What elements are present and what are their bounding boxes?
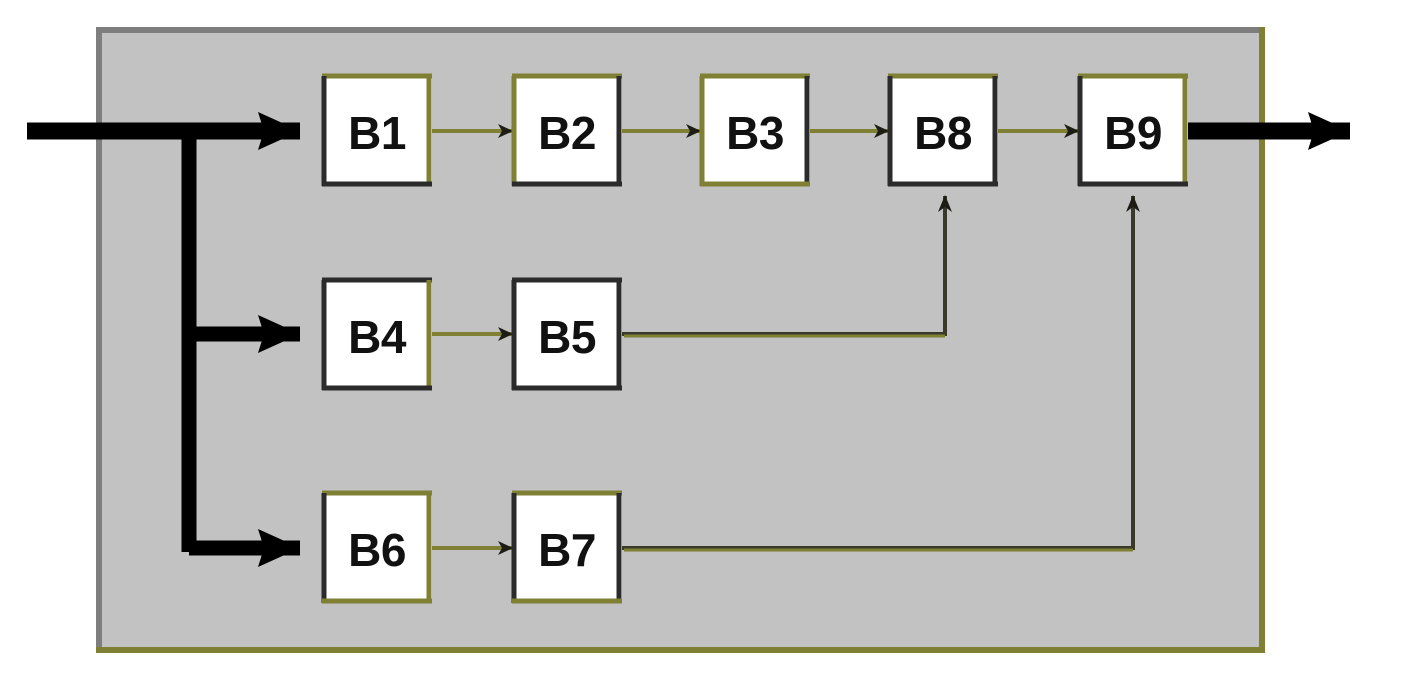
block-B4[interactable]: B4 [321,277,432,391]
block-B7[interactable]: B7 [511,490,622,604]
block-B2-label: B2 [538,107,596,159]
block-B9-label: B9 [1104,107,1162,159]
block-B1[interactable]: B1 [321,73,432,187]
block-B1-label: B1 [348,107,406,159]
block-B7-label: B7 [538,524,596,576]
block-B2[interactable]: B2 [511,73,622,187]
block-B6-label: B6 [348,524,406,576]
block-B5-label: B5 [538,311,596,363]
thin-connectors [432,124,1140,555]
block-B9[interactable]: B9 [1077,73,1188,187]
block-B7-body[interactable] [512,493,622,603]
block-B8-body[interactable] [888,76,998,186]
block-B5-body[interactable] [512,280,622,390]
block-B4-label: B4 [348,311,407,363]
block-B2-body[interactable] [512,76,622,186]
block-B3[interactable]: B3 [699,73,810,187]
block-B3-label: B3 [726,107,784,159]
block-B5[interactable]: B5 [511,277,622,391]
block-B4-body[interactable] [322,280,432,390]
block-B8[interactable]: B8 [887,73,998,187]
block-B6[interactable]: B6 [321,490,432,604]
connector-B5-to-B8 [622,195,952,336]
block-B8-label: B8 [914,107,972,159]
block-B3-body[interactable] [700,76,810,186]
connector-B7-to-B9 [622,195,1140,550]
block-B6-body[interactable] [322,493,432,603]
input-bus [27,112,300,567]
block-B1-body[interactable] [322,76,432,186]
block-B9-body[interactable] [1078,76,1188,186]
